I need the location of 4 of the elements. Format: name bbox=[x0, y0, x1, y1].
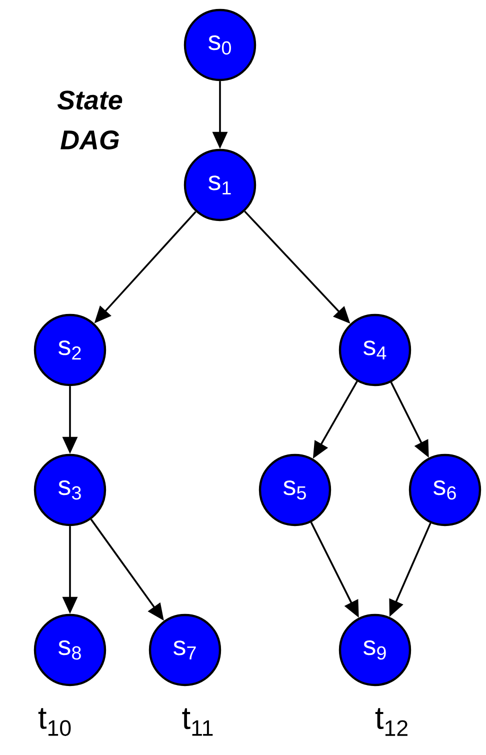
terminal-label: t$_{10}$ bbox=[38, 708, 71, 736]
terminal-label: t$_{11}$ bbox=[182, 708, 213, 736]
terminal-label: t$_{12}$ bbox=[375, 708, 408, 736]
diagram-label: State DAG bbox=[57, 90, 122, 150]
